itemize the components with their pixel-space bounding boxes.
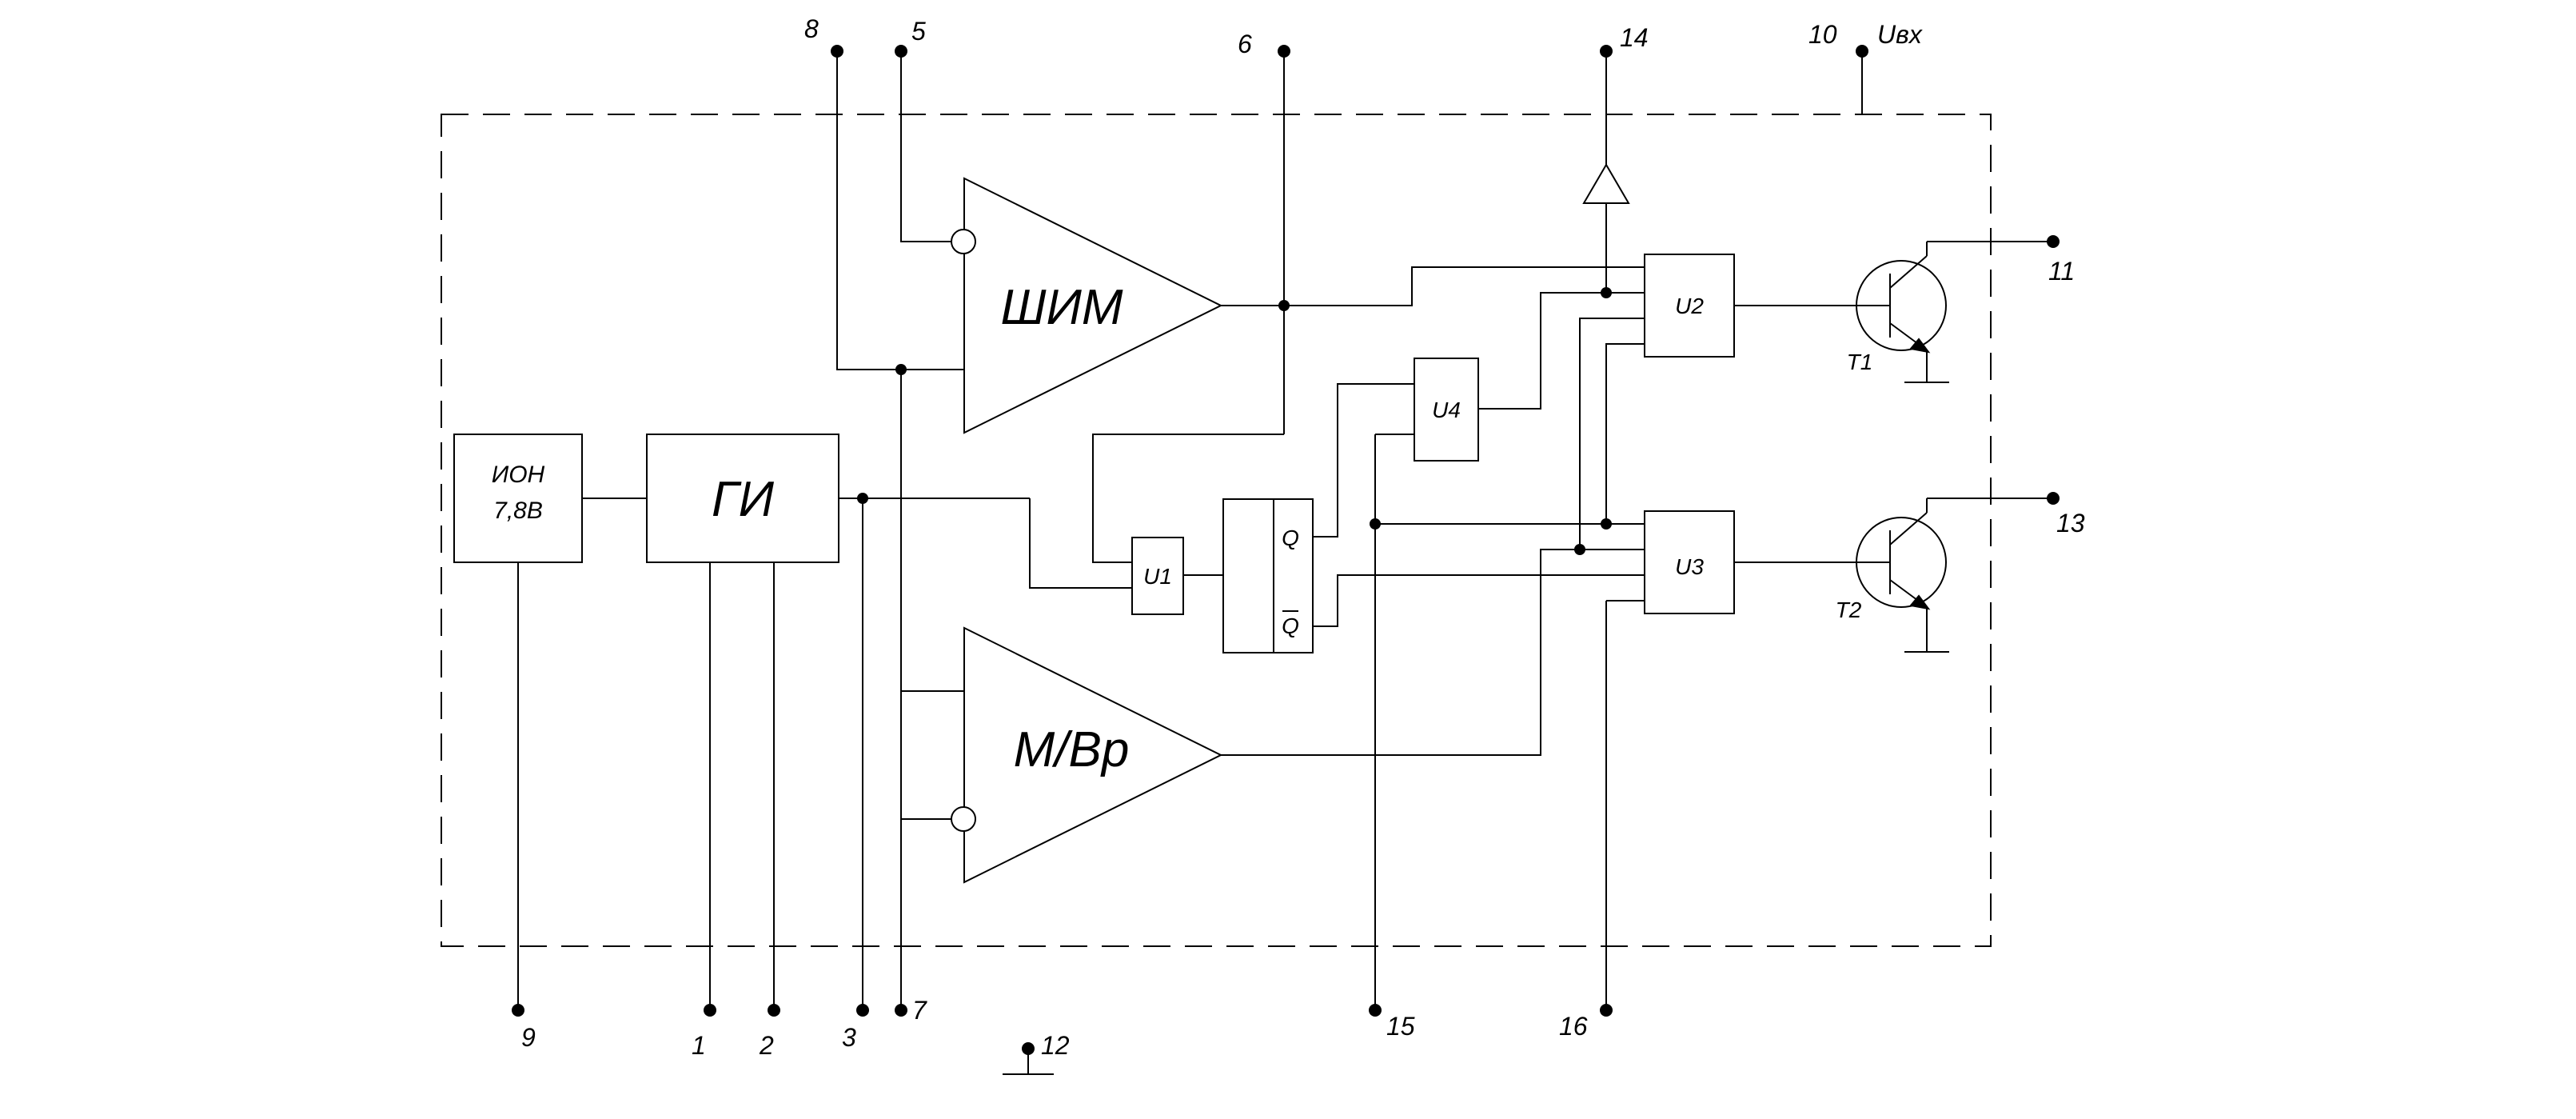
u1-label: U1 [1143, 564, 1172, 589]
chip-boundary [441, 114, 1992, 947]
pin-14-dot [1600, 45, 1613, 58]
gate-u3: U3 [1644, 510, 1735, 614]
qbar-output-label: Q [1282, 613, 1299, 638]
pin-11-dot [2047, 235, 2060, 248]
u2-label: U2 [1675, 294, 1704, 318]
transistor-t1: T1 [1734, 241, 2053, 383]
pin-7-dot [895, 1004, 907, 1017]
reference-voltage-label: 7,8В [493, 498, 543, 524]
deadtime-label: М/Вр [1014, 722, 1130, 777]
u3-label: U3 [1675, 554, 1704, 579]
t2-label: T2 [1836, 597, 1862, 622]
pin-terminals [512, 45, 2060, 1055]
deadtime-inverting-bubble [951, 806, 976, 832]
pin-2-label: 2 [759, 1031, 774, 1060]
pin-13-label: 13 [2056, 509, 2085, 538]
pin-1-dot [704, 1004, 716, 1017]
pin-12-label: 12 [1041, 1031, 1070, 1060]
pin-14-label: 14 [1620, 23, 1649, 52]
reference-label: ИОН [492, 462, 545, 488]
transistor-t2: T2 [1734, 498, 2053, 653]
pin-15-label: 15 [1386, 1012, 1415, 1041]
pin-5-label: 5 [911, 17, 926, 46]
pin-2-dot [768, 1004, 780, 1017]
pin-8-dot [831, 45, 843, 58]
flip-flop: Q Q [1222, 498, 1314, 653]
pin-12-dot [1022, 1042, 1035, 1055]
oscillator-block: ГИ [646, 434, 839, 563]
pin-16-label: 16 [1559, 1012, 1588, 1041]
pin-7-label: 7 [912, 996, 927, 1025]
deadtime-comparator: М/Вр [963, 626, 1223, 884]
gate-u1: U1 [1131, 537, 1184, 615]
pin-9-label: 9 [521, 1023, 536, 1052]
supply-voltage-label: Uвх [1877, 20, 1923, 49]
pin-15-dot [1369, 1004, 1382, 1017]
pin-5-dot [895, 45, 907, 58]
pin-10-label: 10 [1808, 20, 1837, 49]
pin-3-label: 3 [842, 1023, 856, 1052]
pwm-comparator: ШИМ [963, 177, 1223, 434]
pwm-label: ШИМ [1000, 280, 1123, 335]
pin-16-dot [1600, 1004, 1613, 1017]
pin-8-label: 8 [804, 14, 819, 43]
oscillator-label: ГИ [712, 472, 775, 527]
pin-9-dot [512, 1004, 524, 1017]
pin-1-label: 1 [692, 1031, 706, 1060]
pin-3-dot [856, 1004, 869, 1017]
wiring [517, 51, 1863, 1075]
pin-10-dot [1856, 45, 1868, 58]
gate-u4: U4 [1414, 358, 1479, 462]
gate-u2: U2 [1644, 254, 1735, 358]
u4-label: U4 [1432, 398, 1461, 422]
pin-6-dot [1278, 45, 1290, 58]
pin-labels: 8 5 6 14 10 Uвх 11 13 9 1 2 3 7 12 15 16 [521, 14, 2085, 1060]
pin-11-label: 11 [2048, 257, 2075, 286]
junctions [857, 287, 1612, 555]
reference-block: ИОН 7,8В [453, 434, 583, 563]
pin-13-dot [2047, 492, 2060, 505]
q-output-label: Q [1282, 526, 1299, 550]
pin-6-label: 6 [1238, 30, 1252, 58]
t1-label: T1 [1847, 350, 1873, 374]
pwm-inverting-bubble [951, 229, 976, 254]
